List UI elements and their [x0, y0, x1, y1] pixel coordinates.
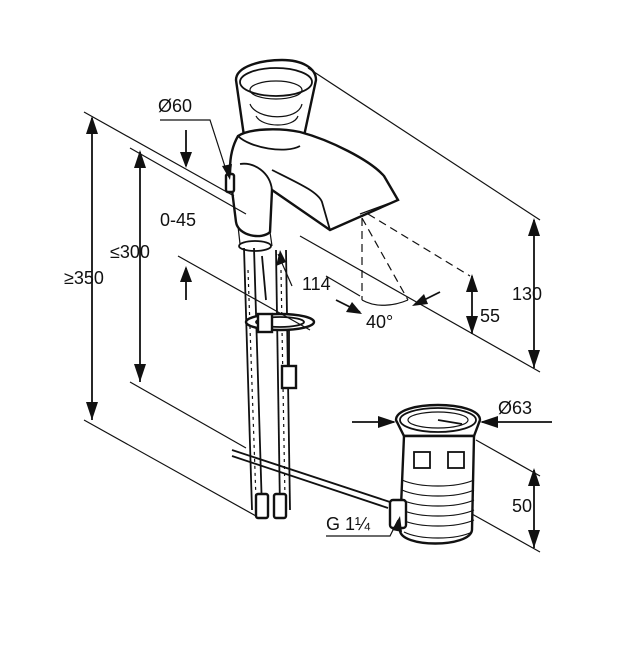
- label-a40: 40°: [366, 312, 393, 332]
- label-d50: 50: [512, 496, 532, 516]
- label-dia63: Ø63: [498, 398, 532, 418]
- supply-hoses: [231, 247, 391, 520]
- label-d55: 55: [480, 306, 500, 326]
- popup-waste: [388, 403, 482, 545]
- dimension-lines: [83, 67, 552, 553]
- label-d130: 130: [512, 284, 542, 304]
- label-ge350: ≥350: [64, 268, 104, 288]
- label-g114: G 1¼: [326, 514, 371, 534]
- label-dia60: Ø60: [158, 96, 192, 116]
- label-le300: ≤300: [110, 242, 150, 262]
- faucet-body: [224, 58, 400, 252]
- label-range045: 0-45: [160, 210, 196, 230]
- label-d114: 114: [302, 274, 331, 294]
